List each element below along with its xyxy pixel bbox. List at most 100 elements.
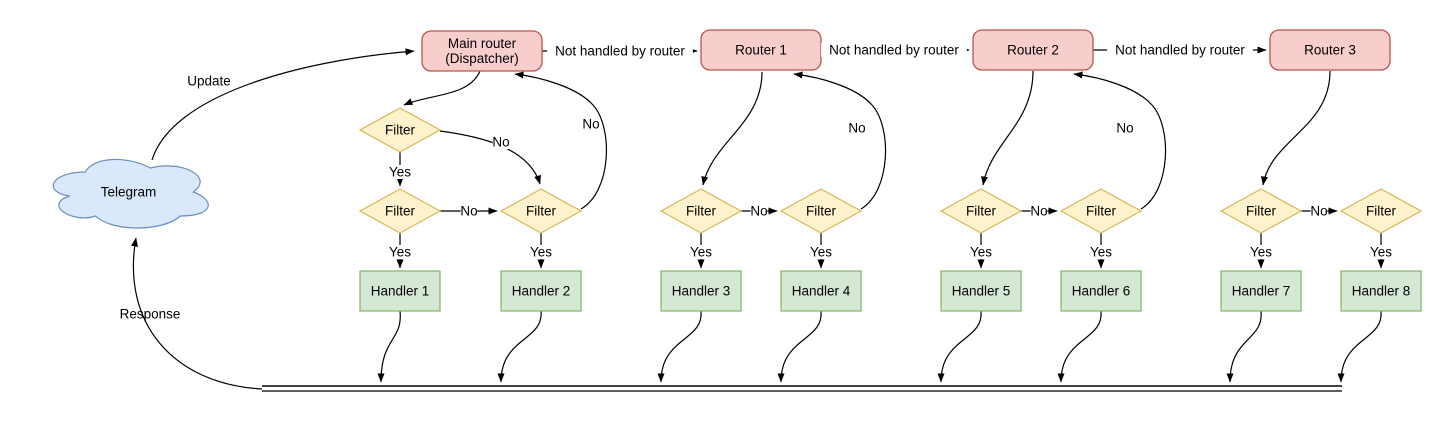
router-shape bbox=[421, 30, 543, 72]
node-label-telegram-cloud: Telegram bbox=[101, 185, 157, 200]
edge-handler7-to-response-bus bbox=[1226, 310, 1262, 383]
node-label-handler-8: Handler 8 bbox=[1352, 284, 1411, 299]
edge-label-router1-filter1-no-to-filter2: No bbox=[750, 204, 767, 219]
edge-label-bg bbox=[1030, 204, 1048, 218]
edge-router2-to-filter-1 bbox=[981, 70, 1034, 186]
edge-label-bg bbox=[492, 135, 510, 149]
node-label-router-2: Router 2 bbox=[1007, 43, 1059, 58]
node-label-dispatcher-filter-3: Filter bbox=[526, 204, 557, 219]
node-router3-filter-1: Filter bbox=[1219, 188, 1303, 234]
edge-update bbox=[151, 48, 415, 161]
node-router2-filter-1: Filter bbox=[939, 188, 1023, 234]
edge-label-dispatcher-filter1-no-to-filter3: No bbox=[492, 135, 509, 150]
node-label-handler-4: Handler 4 bbox=[792, 284, 851, 299]
edge-handler8-to-response-bus bbox=[1337, 310, 1382, 383]
edge-label-router1-filter2-yes-to-handler4: Yes bbox=[810, 245, 832, 260]
edge-router2-filter2-no-to-router2 bbox=[1073, 71, 1167, 210]
filter-shape bbox=[358, 107, 442, 153]
edge-label-dispatcher-not-handled-to-router1: Not handled by router bbox=[555, 44, 685, 59]
node-router-1: Router 1 bbox=[700, 29, 822, 71]
edge-label-router2-filter1-no-to-filter2: No bbox=[1030, 204, 1047, 219]
edge-label-bg bbox=[689, 245, 713, 259]
handler-shape bbox=[1060, 270, 1142, 312]
edge-label-bg bbox=[821, 43, 967, 57]
handler-shape bbox=[940, 270, 1022, 312]
node-label-handler-2: Handler 2 bbox=[512, 284, 571, 299]
edge-dispatcher-filter1-no-to-filter3 bbox=[439, 130, 541, 185]
edge-label-update: Update bbox=[187, 74, 231, 89]
edge-router1-filter2-no-to-router1 bbox=[793, 71, 887, 210]
edge-label-router3-filter1-no-to-filter2: No bbox=[1310, 204, 1327, 219]
edge-label-bg bbox=[969, 245, 993, 259]
filter-shape bbox=[1339, 188, 1423, 234]
router-shape bbox=[972, 29, 1094, 71]
filter-shape bbox=[659, 188, 743, 234]
edge-label-bg bbox=[1089, 245, 1113, 259]
edge-label-dispatcher-filter2-no-to-filter3: No bbox=[460, 204, 477, 219]
node-label-router1-filter-2: Filter bbox=[806, 204, 837, 219]
node-router2-filter-2: Filter bbox=[1059, 188, 1143, 234]
edge-response bbox=[131, 237, 263, 390]
node-label-router3-filter-2: Filter bbox=[1366, 204, 1397, 219]
edge-handler3-to-response-bus bbox=[657, 310, 702, 383]
node-label-dispatcher-filter-1: Filter bbox=[385, 123, 416, 138]
edge-label-dispatcher-filter2-yes-to-handler1: Yes bbox=[389, 245, 411, 260]
edge-handler6-to-response-bus bbox=[1057, 310, 1102, 383]
node-handler-1: Handler 1 bbox=[359, 270, 441, 312]
edge-label-router3-filter1-yes-to-handler7: Yes bbox=[1250, 245, 1272, 260]
node-label-router2-filter-2: Filter bbox=[1086, 204, 1117, 219]
edge-label-bg bbox=[1369, 245, 1393, 259]
node-dispatcher-filter-1: Filter bbox=[358, 107, 442, 153]
edge-label-dispatcher-filter1-yes-to-filter2: Yes bbox=[389, 165, 411, 180]
node-handler-7: Handler 7 bbox=[1220, 270, 1302, 312]
edge-label-router2-filter1-yes-to-handler5: Yes bbox=[970, 245, 992, 260]
node-router1-filter-2: Filter bbox=[779, 188, 863, 234]
filter-shape bbox=[499, 188, 583, 234]
edge-handler5-to-response-bus bbox=[937, 310, 982, 383]
edge-label-bg bbox=[529, 245, 553, 259]
handler-shape bbox=[1220, 270, 1302, 312]
edge-label-bg bbox=[1310, 204, 1328, 218]
edge-router3-to-filter-1 bbox=[1261, 70, 1331, 186]
node-label-handler-6: Handler 6 bbox=[1072, 284, 1131, 299]
edge-label-bg bbox=[848, 121, 866, 135]
router-shape bbox=[1269, 29, 1391, 71]
edge-dispatcher-to-filter-1 bbox=[403, 70, 481, 106]
filter-shape bbox=[939, 188, 1023, 234]
node-label-handler-5: Handler 5 bbox=[952, 284, 1011, 299]
edge-label-bg bbox=[1116, 121, 1134, 135]
node-label-router-3: Router 3 bbox=[1304, 43, 1356, 58]
edge-label-bg bbox=[750, 204, 768, 218]
node-dispatcher-filter-3: Filter bbox=[499, 188, 583, 234]
node-label-router1-filter-1: Filter bbox=[686, 204, 717, 219]
handler-shape bbox=[500, 270, 582, 312]
filter-shape bbox=[1059, 188, 1143, 234]
filter-shape bbox=[358, 188, 442, 234]
edge-label-bg bbox=[460, 204, 478, 218]
node-dispatcher-filter-2: Filter bbox=[358, 188, 442, 234]
node-label-router3-filter-1: Filter bbox=[1246, 204, 1277, 219]
node-label-dispatcher-filter-2: Filter bbox=[385, 204, 416, 219]
edge-label-bg bbox=[547, 44, 693, 58]
edge-label-router1-not-handled-to-router2: Not handled by router bbox=[829, 43, 959, 58]
node-handler-4: Handler 4 bbox=[780, 270, 862, 312]
node-router1-filter-1: Filter bbox=[659, 188, 743, 234]
handler-shape bbox=[359, 270, 441, 312]
handler-shape bbox=[780, 270, 862, 312]
node-telegram-cloud: Telegram bbox=[52, 158, 209, 229]
node-router3-filter-2: Filter bbox=[1339, 188, 1423, 234]
node-main-router: Main router(Dispatcher) bbox=[421, 30, 543, 72]
node-label-router-1: Router 1 bbox=[735, 43, 787, 58]
node-handler-5: Handler 5 bbox=[940, 270, 1022, 312]
edge-handler4-to-response-bus bbox=[777, 310, 822, 383]
edge-label-dispatcher-filter3-yes-to-handler2: Yes bbox=[530, 245, 552, 260]
node-label-handler-1: Handler 1 bbox=[371, 284, 430, 299]
node-label-router2-filter-1: Filter bbox=[966, 204, 997, 219]
node-router-2: Router 2 bbox=[972, 29, 1094, 71]
filter-shape bbox=[779, 188, 863, 234]
node-label-main-router: Main router(Dispatcher) bbox=[445, 36, 519, 66]
edge-label-router2-not-handled-to-router3: Not handled by router bbox=[1115, 43, 1245, 58]
node-handler-2: Handler 2 bbox=[500, 270, 582, 312]
